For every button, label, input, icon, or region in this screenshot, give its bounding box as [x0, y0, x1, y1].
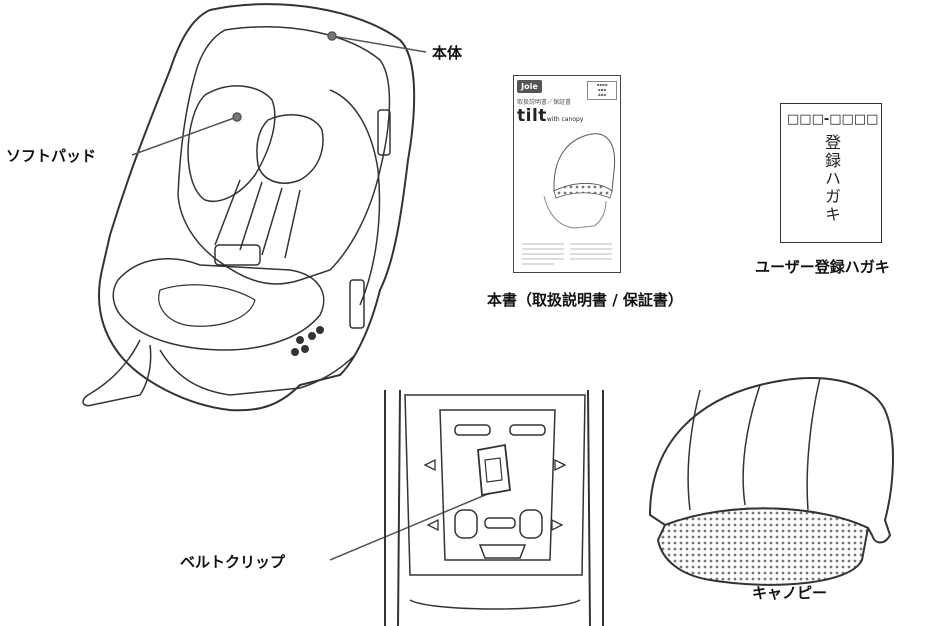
label-belt-clip: ベルトクリップ [180, 553, 286, 571]
canopy-illustration [648, 377, 894, 586]
joie-logo: Joie [517, 80, 542, 93]
label-body: 本体 [432, 44, 463, 62]
registration-card: □□□-□□□□ 登録ハガキ [780, 103, 882, 243]
manual-cover-illustration [522, 133, 616, 265]
manual-product-name: tiltwith canopy [517, 106, 583, 126]
manual-document: Joie 取扱説明書／保証書 ▪▪▪▪▪▪▪▪▪▪ tiltwith canop… [513, 75, 621, 273]
label-soft-pad: ソフトパッド [6, 147, 97, 165]
label-manual: 本書（取扱説明書 / 保証書） [487, 291, 683, 309]
postal-code-boxes: □□□-□□□□ [787, 112, 879, 127]
product-name-text: tilt [517, 106, 547, 126]
car-seat-illustration [82, 3, 416, 412]
label-registration-card: ユーザー登録ハガキ [755, 258, 890, 276]
manual-cover-box: ▪▪▪▪▪▪▪▪▪▪ [587, 81, 617, 100]
registration-card-title: 登録ハガキ [822, 134, 841, 224]
manual-cover-title: 取扱説明書／保証書 [517, 99, 572, 106]
leader-lines [131, 31, 491, 561]
product-sub-text: with canopy [546, 116, 584, 123]
belt-clip-illustration [384, 389, 604, 626]
label-canopy: キャノピー [752, 584, 828, 602]
